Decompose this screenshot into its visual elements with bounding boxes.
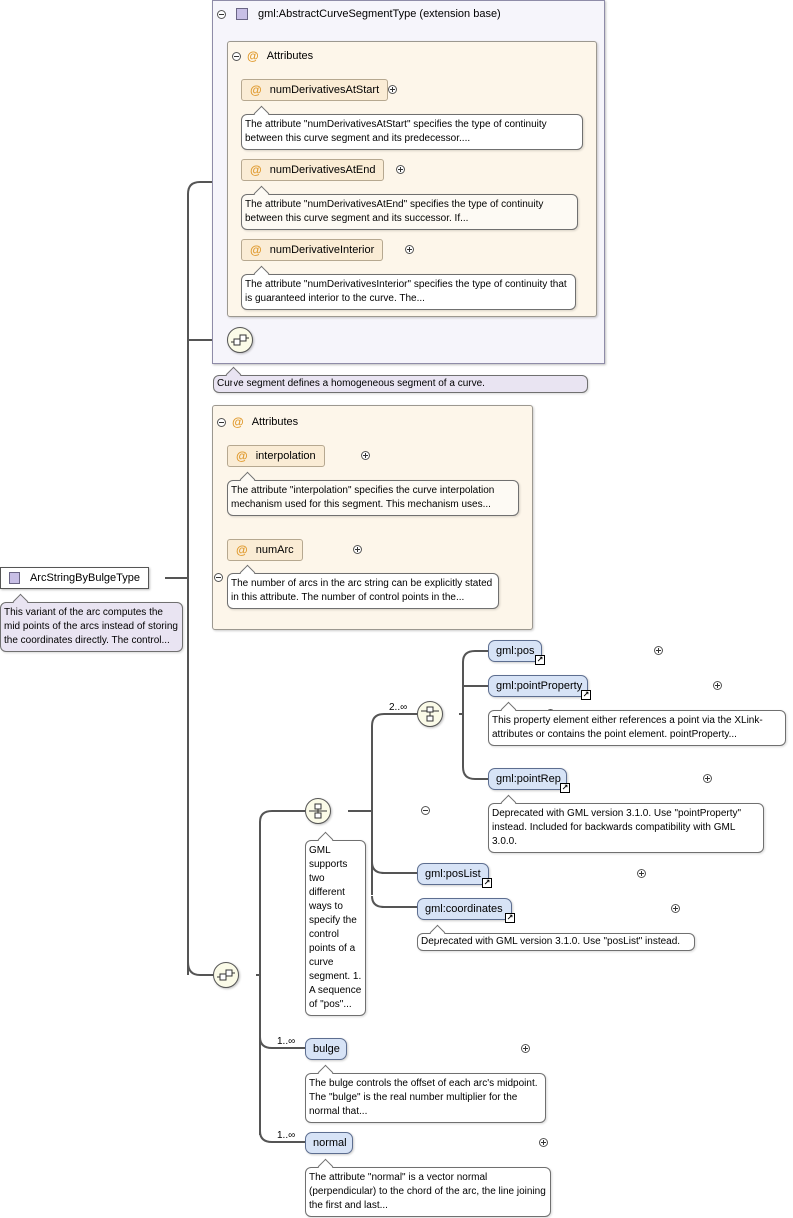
- collapse-icon[interactable]: [214, 573, 224, 582]
- collapse-icon[interactable]: [217, 417, 226, 427]
- root-type[interactable]: ArcStringByBulgeType: [0, 567, 149, 589]
- element-gml-pointRep[interactable]: gml:pointRep ↗: [488, 768, 570, 793]
- attribute-name: numDerivativeInterior: [269, 244, 375, 256]
- sequence-icon: [231, 334, 249, 346]
- attribute-description: The attribute "numDerivativesInterior" s…: [241, 274, 576, 310]
- element-gml-coordinates[interactable]: gml:coordinates ↗: [417, 898, 515, 923]
- attribute-description: The number of arcs in the arc string can…: [227, 573, 499, 609]
- attribute-icon: @: [236, 543, 248, 557]
- attribute-name: numDerivativesAtStart: [269, 84, 380, 96]
- element-gml-posList[interactable]: gml:posList ↗: [417, 863, 492, 888]
- occurrence-label: 1..∞: [277, 1036, 296, 1047]
- attribute-name: interpolation: [255, 450, 316, 462]
- attribute-icon: @: [250, 83, 262, 97]
- base-attributes-title: Attributes: [266, 50, 314, 62]
- element-name: normal: [313, 1137, 347, 1149]
- type-icon: [236, 8, 248, 20]
- attribute-description: The attribute "numDerivativesAtEnd" spec…: [241, 194, 578, 230]
- element-name: gml:coordinates: [425, 903, 503, 915]
- element-normal[interactable]: normal: [305, 1132, 353, 1154]
- element-bulge[interactable]: bulge: [305, 1038, 347, 1060]
- choice-compositor[interactable]: [305, 798, 331, 824]
- reference-arrow-icon: ↗: [482, 878, 492, 888]
- attribute-icon: @: [232, 415, 244, 429]
- choice-description: GML supports two different ways to speci…: [305, 840, 366, 1016]
- expand-icon[interactable]: [520, 1044, 530, 1053]
- collapse-icon[interactable]: [232, 51, 241, 61]
- attribute-icon: @: [247, 49, 259, 63]
- expand-icon[interactable]: [653, 646, 663, 655]
- attribute-name: numDerivativesAtEnd: [269, 164, 376, 176]
- attribute-numArc[interactable]: @ numArc: [227, 539, 303, 561]
- extension-base-title: gml:AbstractCurveSegmentType (extension …: [258, 8, 501, 20]
- attribute-description: The attribute "numDerivativesAtStart" sp…: [241, 114, 583, 150]
- type-icon: [9, 572, 20, 584]
- expand-icon[interactable]: [670, 904, 680, 913]
- sequence-compositor-inner[interactable]: [417, 701, 443, 727]
- attribute-icon: @: [250, 163, 262, 177]
- attribute-icon: @: [236, 449, 248, 463]
- occurrence-label: 1..∞: [277, 1130, 296, 1141]
- root-description: This variant of the arc computes the mid…: [0, 602, 183, 652]
- base-attributes-header: @ Attributes: [232, 49, 313, 63]
- element-name: bulge: [313, 1043, 340, 1055]
- attribute-name: numArc: [255, 544, 294, 556]
- sequence-icon: [217, 969, 235, 981]
- attribute-interpolation[interactable]: @ interpolation: [227, 445, 325, 467]
- expand-icon[interactable]: [702, 774, 712, 783]
- expand-icon[interactable]: [388, 85, 397, 94]
- sequence-compositor[interactable]: [213, 962, 239, 988]
- element-description: Deprecated with GML version 3.1.0. Use "…: [488, 803, 764, 853]
- sequence-compositor[interactable]: [227, 327, 253, 353]
- element-description: This property element either references …: [488, 710, 786, 746]
- attribute-icon: @: [250, 243, 262, 257]
- expand-icon[interactable]: [636, 869, 646, 878]
- element-description: The attribute "normal" is a vector norma…: [305, 1167, 551, 1217]
- reference-arrow-icon: ↗: [581, 690, 591, 700]
- attribute-numDerivativeInterior[interactable]: @ numDerivativeInterior: [241, 239, 384, 261]
- expand-icon[interactable]: [538, 1138, 548, 1147]
- element-gml-pointProperty[interactable]: gml:pointProperty ↗: [488, 675, 591, 700]
- attribute-description: The attribute "interpolation" specifies …: [227, 480, 519, 516]
- element-name: gml:pos: [496, 645, 535, 657]
- root-type-name: ArcStringByBulgeType: [29, 572, 140, 584]
- element-name: gml:pointProperty: [496, 680, 583, 692]
- element-description: Deprecated with GML version 3.1.0. Use "…: [417, 933, 695, 951]
- attribute-numDerivativesAtEnd[interactable]: @ numDerivativesAtEnd: [241, 159, 385, 181]
- expand-icon[interactable]: [361, 451, 371, 460]
- collapse-icon[interactable]: [421, 806, 431, 815]
- attributes-title: Attributes: [251, 416, 299, 428]
- expand-icon[interactable]: [396, 165, 406, 174]
- collapse-icon[interactable]: [217, 9, 226, 19]
- choice-icon: [309, 803, 327, 819]
- reference-arrow-icon: ↗: [560, 783, 570, 793]
- reference-arrow-icon: ↗: [535, 655, 545, 665]
- attribute-numDerivativesAtStart[interactable]: @ numDerivativesAtStart: [241, 79, 389, 101]
- element-description: The bulge controls the offset of each ar…: [305, 1073, 546, 1123]
- occurrence-label: 2..∞: [389, 702, 408, 713]
- base-description: Curve segment defines a homogeneous segm…: [213, 375, 588, 393]
- attributes-header: @ Attributes: [217, 415, 298, 429]
- reference-arrow-icon: ↗: [505, 913, 515, 923]
- element-gml-pos[interactable]: gml:pos ↗: [488, 640, 545, 665]
- expand-icon[interactable]: [353, 545, 363, 554]
- element-name: gml:posList: [425, 868, 481, 880]
- expand-icon[interactable]: [712, 681, 722, 690]
- element-name: gml:pointRep: [496, 773, 561, 785]
- expand-icon[interactable]: [405, 245, 415, 254]
- extension-base-header: gml:AbstractCurveSegmentType (extension …: [217, 8, 501, 20]
- sequence-icon: [421, 706, 439, 722]
